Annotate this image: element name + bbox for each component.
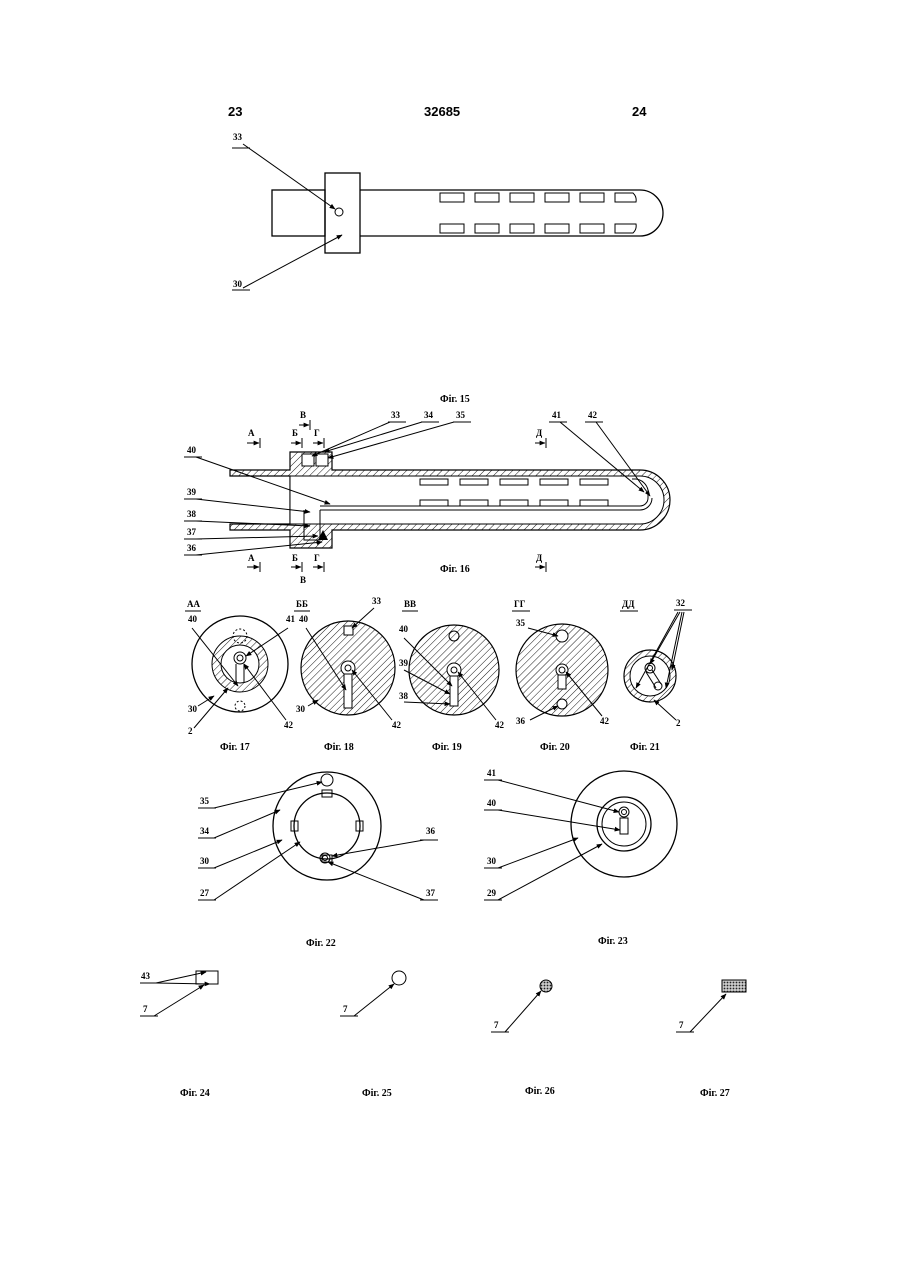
fig20-caption: Фіг. 20: [540, 742, 570, 753]
fig17-title: АА: [187, 599, 200, 609]
fig21-title: ДД: [622, 599, 635, 609]
fig21-label-32: 32: [676, 598, 686, 608]
fig16-label-41: 41: [552, 410, 562, 420]
fig17-caption: Фіг. 17: [220, 742, 250, 753]
fig22-label-36: 36: [426, 826, 436, 836]
figure-21: ДД 32 2 Фіг. 21: [620, 598, 692, 753]
fig15-caption: Фіг. 15: [440, 394, 470, 405]
fig18-label-30: 30: [296, 704, 306, 714]
fig19-caption: Фіг. 19: [432, 742, 462, 753]
fig17-label-2: 2: [188, 726, 193, 736]
section-mark-a-top: А: [248, 428, 255, 438]
fig20-label-36: 36: [516, 716, 526, 726]
fig17-label-30: 30: [188, 704, 198, 714]
figure-22: 35 34 30 27 36 37 Фіг. 22: [198, 772, 438, 949]
fig15-leader-33: [243, 144, 335, 209]
fig16-label-37: 37: [187, 527, 197, 537]
fig23-label-29: 29: [487, 888, 497, 898]
section-mark-d-bottom: Д: [536, 553, 543, 563]
fig23-caption: Фіг. 23: [598, 936, 628, 947]
fig16-label-38: 38: [187, 509, 197, 519]
fig22-label-34: 34: [200, 826, 210, 836]
fig16-label-39: 39: [187, 487, 197, 497]
fig25-label-7: 7: [343, 1004, 348, 1014]
section-mark-v-bottom: В: [300, 575, 306, 585]
fig21-caption: Фіг. 21: [630, 742, 660, 753]
fig24-caption: Фіг. 24: [180, 1088, 210, 1099]
fig18-title: ББ: [296, 599, 308, 609]
fig24-label-43: 43: [141, 971, 151, 981]
fig19-label-38: 38: [399, 691, 409, 701]
section-mark-g-bottom: Г: [314, 553, 320, 563]
fig23-label-40: 40: [487, 798, 497, 808]
section-mark-d-top: Д: [536, 428, 543, 438]
fig19-label-40: 40: [399, 624, 409, 634]
fig27-caption: Фіг. 27: [700, 1088, 730, 1099]
fig19-label-42: 42: [495, 720, 505, 730]
fig21-label-2: 2: [676, 718, 681, 728]
fig22-label-27: 27: [200, 888, 210, 898]
fig15-slots: [440, 193, 636, 233]
fig24-label-7: 7: [143, 1004, 148, 1014]
section-mark-a-bottom: А: [248, 553, 255, 563]
section-mark-b-top: Б: [292, 428, 298, 438]
fig16-caption: Фіг. 16: [440, 564, 470, 575]
fig16-label-34: 34: [424, 410, 434, 420]
fig15-leader-30: [243, 235, 342, 288]
section-mark-b-bottom: Б: [292, 553, 298, 563]
fig26-label-7: 7: [494, 1020, 499, 1030]
figure-23: 41 40 30 29 Фіг. 23: [484, 768, 677, 947]
figure-20: ГГ 35 36 42 Фіг. 20: [512, 599, 610, 753]
fig19-label-39: 39: [399, 658, 409, 668]
fig18-caption: Фіг. 18: [324, 742, 354, 753]
figure-27: 7 Фіг. 27: [676, 980, 746, 1099]
fig20-title: ГГ: [514, 599, 526, 609]
fig17-label-41: 41: [286, 614, 296, 624]
figure-26: 7 Фіг. 26: [491, 980, 555, 1097]
figure-19: ВВ 40 39 38 42 Фіг. 19: [399, 599, 505, 753]
fig23-label-30: 30: [487, 856, 497, 866]
fig22-label-30: 30: [200, 856, 210, 866]
figure-18: ББ 33 40 30 42 Фіг. 18: [294, 596, 402, 753]
fig16-label-35: 35: [456, 410, 466, 420]
fig16-label-40: 40: [187, 445, 197, 455]
section-mark-v-top: В: [300, 410, 306, 420]
fig20-label-42: 42: [600, 716, 610, 726]
fig22-label-37: 37: [426, 888, 436, 898]
fig17-label-42: 42: [284, 720, 294, 730]
fig18-label-33: 33: [372, 596, 382, 606]
fig16-label-36: 36: [187, 543, 197, 553]
fig26-caption: Фіг. 26: [525, 1086, 555, 1097]
section-mark-g-top: Г: [314, 428, 320, 438]
fig15-label-33: 33: [233, 132, 243, 142]
figure-25: 7 Фіг. 25: [340, 971, 406, 1099]
fig16-label-42: 42: [588, 410, 598, 420]
fig18-label-40: 40: [299, 614, 309, 624]
fig18-label-42: 42: [392, 720, 402, 730]
fig17-label-40: 40: [188, 614, 198, 624]
fig16-label-33: 33: [391, 410, 401, 420]
figure-24: 43 7 Фіг. 24: [140, 971, 218, 1099]
figure-15: 33 30 Фіг. 15: [232, 132, 663, 405]
figure-16: А Б В Г Д А Б В Г Д 33 34: [184, 410, 670, 585]
fig22-caption: Фіг. 22: [306, 938, 336, 949]
fig25-caption: Фіг. 25: [362, 1088, 392, 1099]
fig20-label-35: 35: [516, 618, 526, 628]
fig27-label-7: 7: [679, 1020, 684, 1030]
fig23-label-41: 41: [487, 768, 497, 778]
fig15-hole-33: [335, 208, 343, 216]
fig22-label-35: 35: [200, 796, 210, 806]
fig19-title: ВВ: [404, 599, 416, 609]
figure-17: АА 40 41 30 2 42 Фіг. 17: [185, 599, 296, 753]
fig15-label-30: 30: [233, 279, 243, 289]
